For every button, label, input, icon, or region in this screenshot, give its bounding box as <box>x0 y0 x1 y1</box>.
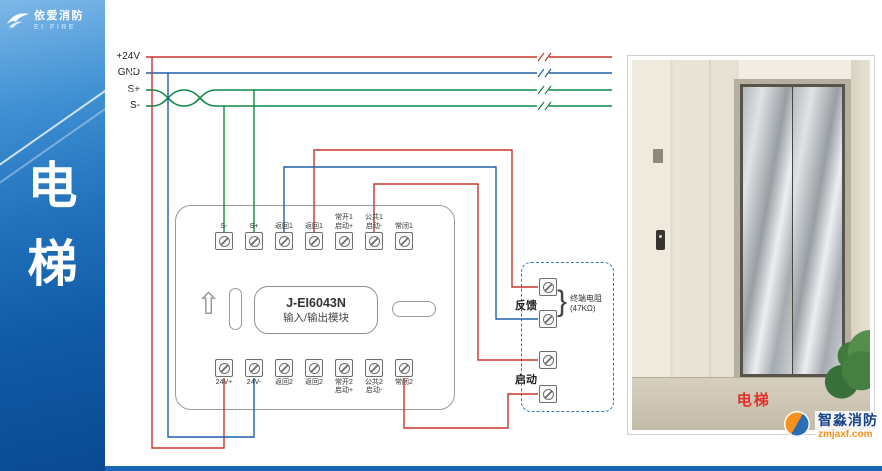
screw-terminal-icon <box>395 359 413 377</box>
terminal-label: 返回2 <box>275 379 293 386</box>
feedback-label: 反馈 <box>515 300 537 312</box>
line-break-gap <box>537 70 549 76</box>
photo-caption: 电梯 <box>736 392 771 409</box>
screw-terminal-icon <box>395 232 413 250</box>
bottom-accent-bar <box>105 466 882 471</box>
screw-terminal-icon <box>245 232 263 250</box>
watermark-name: 智淼消防 <box>818 412 878 428</box>
photo-wall-left <box>632 60 740 379</box>
terminal-label: 常闭2 <box>395 379 413 386</box>
elevator-photo: 电梯 <box>632 60 870 430</box>
screw-terminal-icon <box>365 359 383 377</box>
module-nameplate: J-EI6043N 输入/输出模块 <box>254 286 378 334</box>
screw-terminal-icon <box>275 359 293 377</box>
terminal-label: S+ <box>249 222 259 230</box>
terminal-start-2 <box>539 385 557 403</box>
screw-terminal-icon <box>305 232 323 250</box>
brand-logo: 依爱消防 EI FIRE <box>6 10 84 33</box>
terminal-resistor-note: 终端电阻 (47KΩ) <box>570 294 602 313</box>
brand-name: 依爱消防 <box>34 10 84 22</box>
module-model: J-EI6043N <box>286 295 346 310</box>
terminal-label: 24V- <box>246 379 262 386</box>
elevator-door-panel-left <box>743 86 793 374</box>
screw-terminal-icon <box>245 359 263 377</box>
terminal-label: 返回1 <box>275 222 293 230</box>
bus-label-s-minus: S- <box>130 100 140 111</box>
plant-decor <box>812 330 870 405</box>
screw-terminal-icon <box>305 359 323 377</box>
terminal-label: S- <box>220 222 228 230</box>
watermark-site: zmjaxf.com <box>818 428 873 440</box>
photo-sign <box>653 148 664 163</box>
terminal-label: 返回1 <box>305 222 323 230</box>
module-switch <box>392 301 436 317</box>
terminal-label: 24V+ <box>215 379 233 386</box>
screw-terminal-icon <box>215 359 233 377</box>
terminal-top-7: 常闭1 <box>386 206 422 250</box>
twisted-pair <box>151 89 217 107</box>
screw-terminal-icon <box>365 232 383 250</box>
eagle-icon <box>7 13 29 29</box>
line-break-mark <box>537 68 552 78</box>
screw-terminal-icon <box>215 232 233 250</box>
terminal-feedback-1 <box>539 278 557 296</box>
line-break-mark <box>537 101 552 111</box>
watermark: 智淼消防 zmjaxf.com <box>784 411 881 442</box>
screw-terminal-icon <box>335 359 353 377</box>
module-indicator <box>229 288 242 330</box>
junction-box <box>521 262 614 412</box>
terminal-start-1 <box>539 351 557 369</box>
sidebar: 依爱消防 EI FIRE 电 梯 <box>0 0 105 471</box>
photo-wall-right <box>850 60 870 379</box>
line-break-mark <box>537 85 552 95</box>
brand-subtitle: EI FIRE <box>34 23 77 31</box>
module-type: 输入/输出模块 <box>283 311 349 324</box>
line-break-gap <box>537 54 549 60</box>
watermark-logo-icon <box>784 411 810 437</box>
line-break-gap <box>537 87 549 93</box>
screw-terminal-icon <box>335 232 353 250</box>
terminal-feedback-2 <box>539 310 557 328</box>
resistor-brace: } <box>557 285 568 318</box>
elevator-door-inner-frame <box>740 83 845 377</box>
terminal-label: 返回2 <box>305 379 323 386</box>
module-arrow-icon: ⇧ <box>196 288 222 321</box>
elevator-door-panel-right <box>792 86 842 374</box>
elevator-call-panel <box>655 230 665 251</box>
bus-label-24v: +24V <box>116 51 140 62</box>
terminal-bottom-7: 常闭2 <box>386 359 422 387</box>
terminal-bottom-3: 返回2 <box>266 359 302 387</box>
line-break-gap <box>537 103 549 109</box>
start-label: 启动 <box>515 374 537 386</box>
twisted-pair <box>151 89 217 107</box>
elevator-photo-frame: 电梯 <box>627 55 875 435</box>
terminal-label: 常闭1 <box>395 222 413 230</box>
line-break-mark <box>537 52 552 62</box>
elevator-door-frame <box>734 78 851 382</box>
screw-terminal-icon <box>275 232 293 250</box>
terminal-bottom-4: 返回2 <box>296 359 332 387</box>
page-title-vertical: 电 梯 <box>27 158 78 292</box>
